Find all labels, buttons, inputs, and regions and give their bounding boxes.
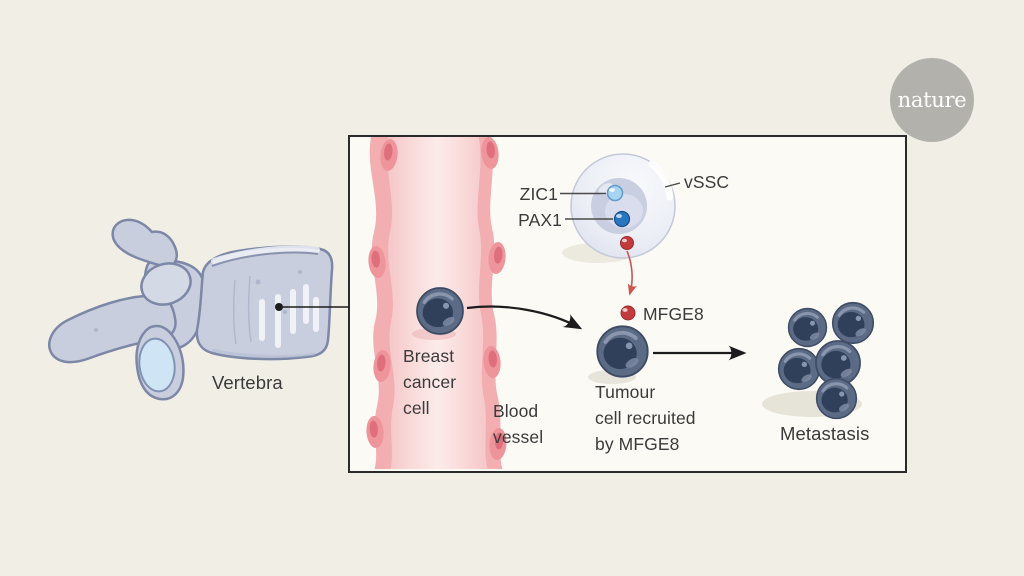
pax1-label: PAX1 bbox=[518, 210, 562, 230]
vertebra-illustration bbox=[48, 218, 334, 401]
vertebra-pointer-line bbox=[275, 303, 349, 311]
tumour-cell-label: Tumour cell recruited by MFGE8 bbox=[595, 382, 696, 454]
breast-cancer-cell-label: Breast cancer cell bbox=[403, 346, 457, 418]
nature-logo-text: nature bbox=[897, 88, 967, 112]
mfge8-label: MFGE8 bbox=[643, 304, 704, 324]
zic1-label: ZIC1 bbox=[519, 184, 558, 204]
metastasis-label: Metastasis bbox=[780, 423, 870, 444]
nature-logo: nature bbox=[890, 58, 974, 142]
vssc-label: vSSC bbox=[684, 172, 730, 192]
blood-vessel-label: Blood vessel bbox=[493, 401, 544, 447]
vertebra-label: Vertebra bbox=[212, 372, 283, 393]
